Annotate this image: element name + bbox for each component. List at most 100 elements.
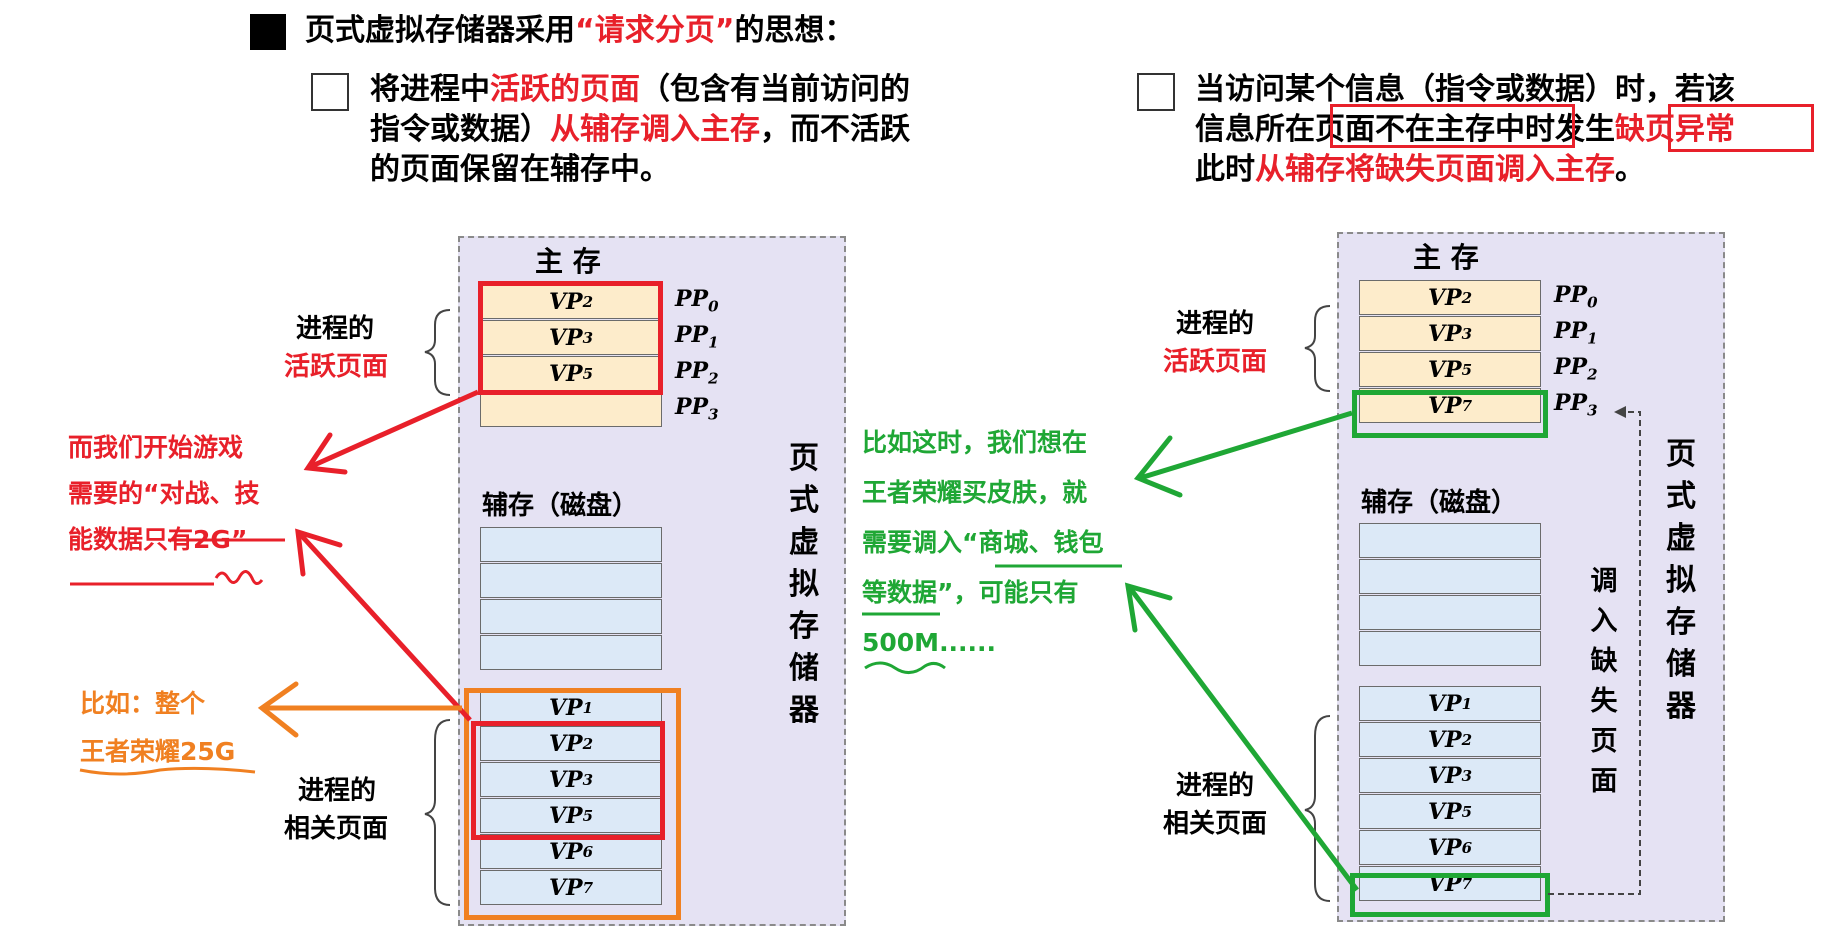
vertical-char: 页 <box>789 441 819 476</box>
vp-sub: 3 <box>1461 324 1473 343</box>
left-related-pages-label: 相关页面 <box>284 814 389 844</box>
vertical-char: 调 <box>1590 566 1618 597</box>
vertical-char: 虚 <box>789 525 819 560</box>
highlight-box-not-in-main <box>1330 104 1575 148</box>
vertical-char: 缺 <box>1590 646 1618 677</box>
left-para-line-3: 的页面保留在辅存中。 <box>370 152 670 187</box>
orange-note-line-2: 王者荣耀25G <box>80 737 236 766</box>
red-arrowhead-1 <box>303 432 348 475</box>
left-para-load-into-main: 从辅存调入主存 <box>550 112 760 147</box>
right-checkbox-bullet <box>1137 73 1175 111</box>
vertical-char: 器 <box>789 693 819 728</box>
vp-sub: 2 <box>582 292 594 311</box>
title-highlight: 请求分页 <box>594 13 715 48</box>
right-related-pages-label: 相关页面 <box>1163 809 1268 839</box>
red-arrow-disk-to-note <box>298 532 472 722</box>
right-para-line-2: 信息所在页面不在主存中时发生缺页异常 <box>1195 112 1735 147</box>
right-pp-label-3: PP3 <box>1554 390 1598 420</box>
red-note-line-2: 需要的“对战、技 <box>68 479 260 508</box>
vp-sub: 7 <box>1461 396 1473 415</box>
left-active-disk-box <box>471 721 665 840</box>
red-arrow-main-to-note <box>310 389 480 469</box>
right-paragraph: 当访问某个信息（指令或数据）时，若该 信息所在页面不在主存中时发生缺页异常 此时… <box>1195 70 1735 190</box>
vertical-char: 面 <box>1590 766 1618 797</box>
right-para-line-1: 当访问某个信息（指令或数据）时，若该 <box>1195 72 1735 107</box>
right-proc-of-related: 进程的 <box>1176 771 1255 801</box>
red-arrowhead-2 <box>295 528 343 577</box>
left-empty-disk-block-1 <box>480 563 662 598</box>
right-vm-vertical-label: 页式虚拟存储器 <box>1664 434 1698 728</box>
vertical-char: 储 <box>789 651 819 686</box>
vp-label: VP <box>1427 320 1462 347</box>
right-empty-disk-block-2 <box>1359 595 1541 630</box>
vertical-char: 式 <box>1666 479 1696 514</box>
vertical-char: 式 <box>789 483 819 518</box>
title-post: 的思想： <box>734 13 855 48</box>
red-squiggle-2g <box>214 570 264 585</box>
vp-sub: 5 <box>1461 360 1473 379</box>
vertical-char: 失 <box>1590 686 1618 717</box>
left-related-brace <box>424 719 451 906</box>
right-proc-of-active: 进程的 <box>1176 309 1255 339</box>
right-related-brace <box>1304 715 1331 902</box>
left-proc-of-active: 进程的 <box>296 314 375 344</box>
orange-note: 比如：整个 王者荣耀25G <box>80 680 235 776</box>
right-empty-disk-block-3 <box>1359 631 1541 666</box>
right-para-page-not-in-main: 页面不在主存中 <box>1315 112 1525 147</box>
left-related-disk-box <box>464 688 681 920</box>
green-note-line-4: 等数据”，可能只有 <box>862 578 1079 607</box>
title-pre: 页式虚拟存储器采用 <box>305 13 575 48</box>
left-vm-vertical-label: 页式虚拟存储器 <box>787 438 821 732</box>
green-note-line-1: 比如这时，我们想在 <box>862 428 1088 457</box>
red-note-line-1: 而我们开始游戏 <box>68 433 244 462</box>
left-pp-label-3: PP3 <box>675 394 719 424</box>
right-aux-mem-label: 辅存（磁盘） <box>1361 488 1518 518</box>
left-proc-of-related: 进程的 <box>298 776 377 806</box>
green-note-line-3: 需要调入“商城、钱包 <box>862 528 1104 557</box>
left-active-main-box <box>478 281 663 395</box>
left-para-active-pages: 活跃的页面 <box>490 72 640 107</box>
green-arrowhead-2 <box>1124 582 1173 633</box>
orange-underline <box>79 766 256 776</box>
vp-label: VP <box>1427 356 1462 383</box>
slide-title: 页式虚拟存储器采用“请求分页”的思想： <box>305 11 854 51</box>
right-vp7-main-box <box>1352 390 1548 438</box>
green-arrow-main-to-note <box>1139 410 1353 481</box>
vp-label: VP <box>1427 284 1462 311</box>
vertical-char: 页 <box>1590 726 1618 757</box>
green-arrow-disk-to-note <box>1128 586 1359 892</box>
vertical-char: 存 <box>789 609 819 644</box>
right-pp-label-0: PP0 <box>1554 282 1598 312</box>
right-active-brace <box>1304 305 1331 392</box>
left-empty-disk-block-0 <box>480 527 662 562</box>
left-empty-disk-block-2 <box>480 599 662 634</box>
right-para-line-3: 此时从辅存将缺失页面调入主存。 <box>1195 152 1645 187</box>
vertical-char: 器 <box>1666 689 1696 724</box>
title-right-quote: ” <box>714 13 735 48</box>
left-paragraph: 将进程中活跃的页面（包含有当前访问的 指令或数据）从辅存调入主存，而不活跃 的页… <box>370 70 910 190</box>
orange-arrowhead <box>257 681 299 738</box>
left-main-mem-label: 主 存 <box>535 245 601 278</box>
right-pp-label-2: PP2 <box>1554 354 1598 384</box>
vertical-char: 拟 <box>1666 563 1696 598</box>
right-para-page-fault: 缺页异常 <box>1615 112 1735 147</box>
left-active-pages-label: 活跃页面 <box>284 352 389 382</box>
left-empty-disk-block-3 <box>480 635 662 670</box>
title-bullet <box>250 14 286 50</box>
title-left-quote: “ <box>575 13 595 48</box>
vp-sub: 3 <box>582 328 594 347</box>
vp-label: VP <box>548 324 583 351</box>
right-active-pages-label: 活跃页面 <box>1163 347 1268 377</box>
green-note-line-2: 王者荣耀买皮肤，就 <box>862 478 1088 507</box>
vp-label: VP <box>548 288 583 315</box>
